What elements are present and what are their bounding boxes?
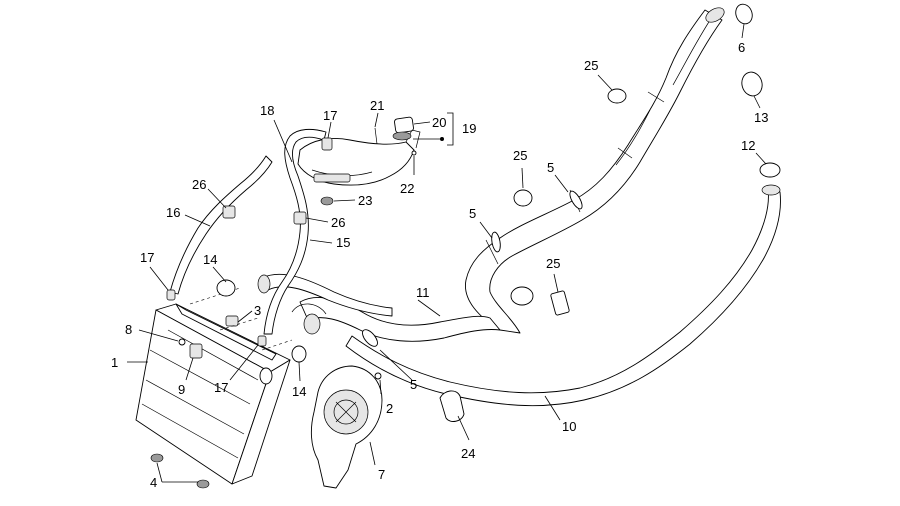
callout-8: 8	[125, 322, 132, 337]
callout-3: 3	[254, 303, 261, 318]
callout-17b: 17	[214, 380, 228, 395]
callout-14b: 14	[292, 384, 306, 399]
callout-26b: 26	[331, 215, 345, 230]
radiator	[135, 303, 291, 485]
coolant-hose-16	[169, 155, 273, 295]
callout-9: 9	[178, 382, 185, 397]
callout-25b: 25	[513, 148, 527, 163]
callout-20: 20	[432, 115, 446, 130]
callout-labels: 1 2 3 4 5 5 5 6 7 8 9 10 11 12 13 14 14 …	[111, 40, 768, 490]
callout-7: 7	[378, 467, 385, 482]
hose-clamps	[166, 3, 781, 363]
callout-6: 6	[738, 40, 745, 55]
screw-21	[374, 127, 378, 145]
callout-4: 4	[150, 475, 157, 490]
coolant-hose-11	[257, 273, 501, 342]
callout-22: 22	[400, 181, 414, 196]
cooling-fan	[310, 365, 383, 489]
callout-15: 15	[336, 235, 350, 250]
bolt-2	[374, 372, 382, 380]
upper-radiator-hose	[465, 7, 725, 334]
callout-16: 16	[166, 205, 180, 220]
callout-26a: 26	[192, 177, 206, 192]
callout-10: 10	[562, 419, 576, 434]
callout-14a: 14	[203, 252, 217, 267]
callout-11: 11	[416, 285, 430, 300]
filler-cap	[392, 116, 414, 141]
callout-5b: 5	[469, 206, 476, 221]
callout-19: 19	[462, 121, 476, 136]
callout-17c: 17	[323, 108, 337, 123]
callout-21: 21	[370, 98, 384, 113]
callout-12: 12	[741, 138, 755, 153]
callout-2: 2	[386, 401, 393, 416]
callout-5c: 5	[547, 160, 554, 175]
grommet-23	[320, 196, 334, 206]
rubber-pads	[150, 453, 210, 489]
rubber-mount-24	[439, 390, 465, 422]
callout-17a: 17	[140, 250, 154, 265]
callout-1: 1	[111, 355, 118, 370]
callout-18: 18	[260, 103, 274, 118]
callout-13: 13	[754, 110, 768, 125]
washer-22	[411, 150, 417, 156]
callout-23: 23	[358, 193, 372, 208]
callout-24: 24	[461, 446, 475, 461]
callout-5a: 5	[410, 377, 417, 392]
callout-dot	[440, 137, 444, 141]
callout-25a: 25	[584, 58, 598, 73]
leader-lines	[127, 23, 767, 483]
callout-25c: 25	[546, 256, 560, 271]
coolant-hose-10	[345, 184, 781, 407]
